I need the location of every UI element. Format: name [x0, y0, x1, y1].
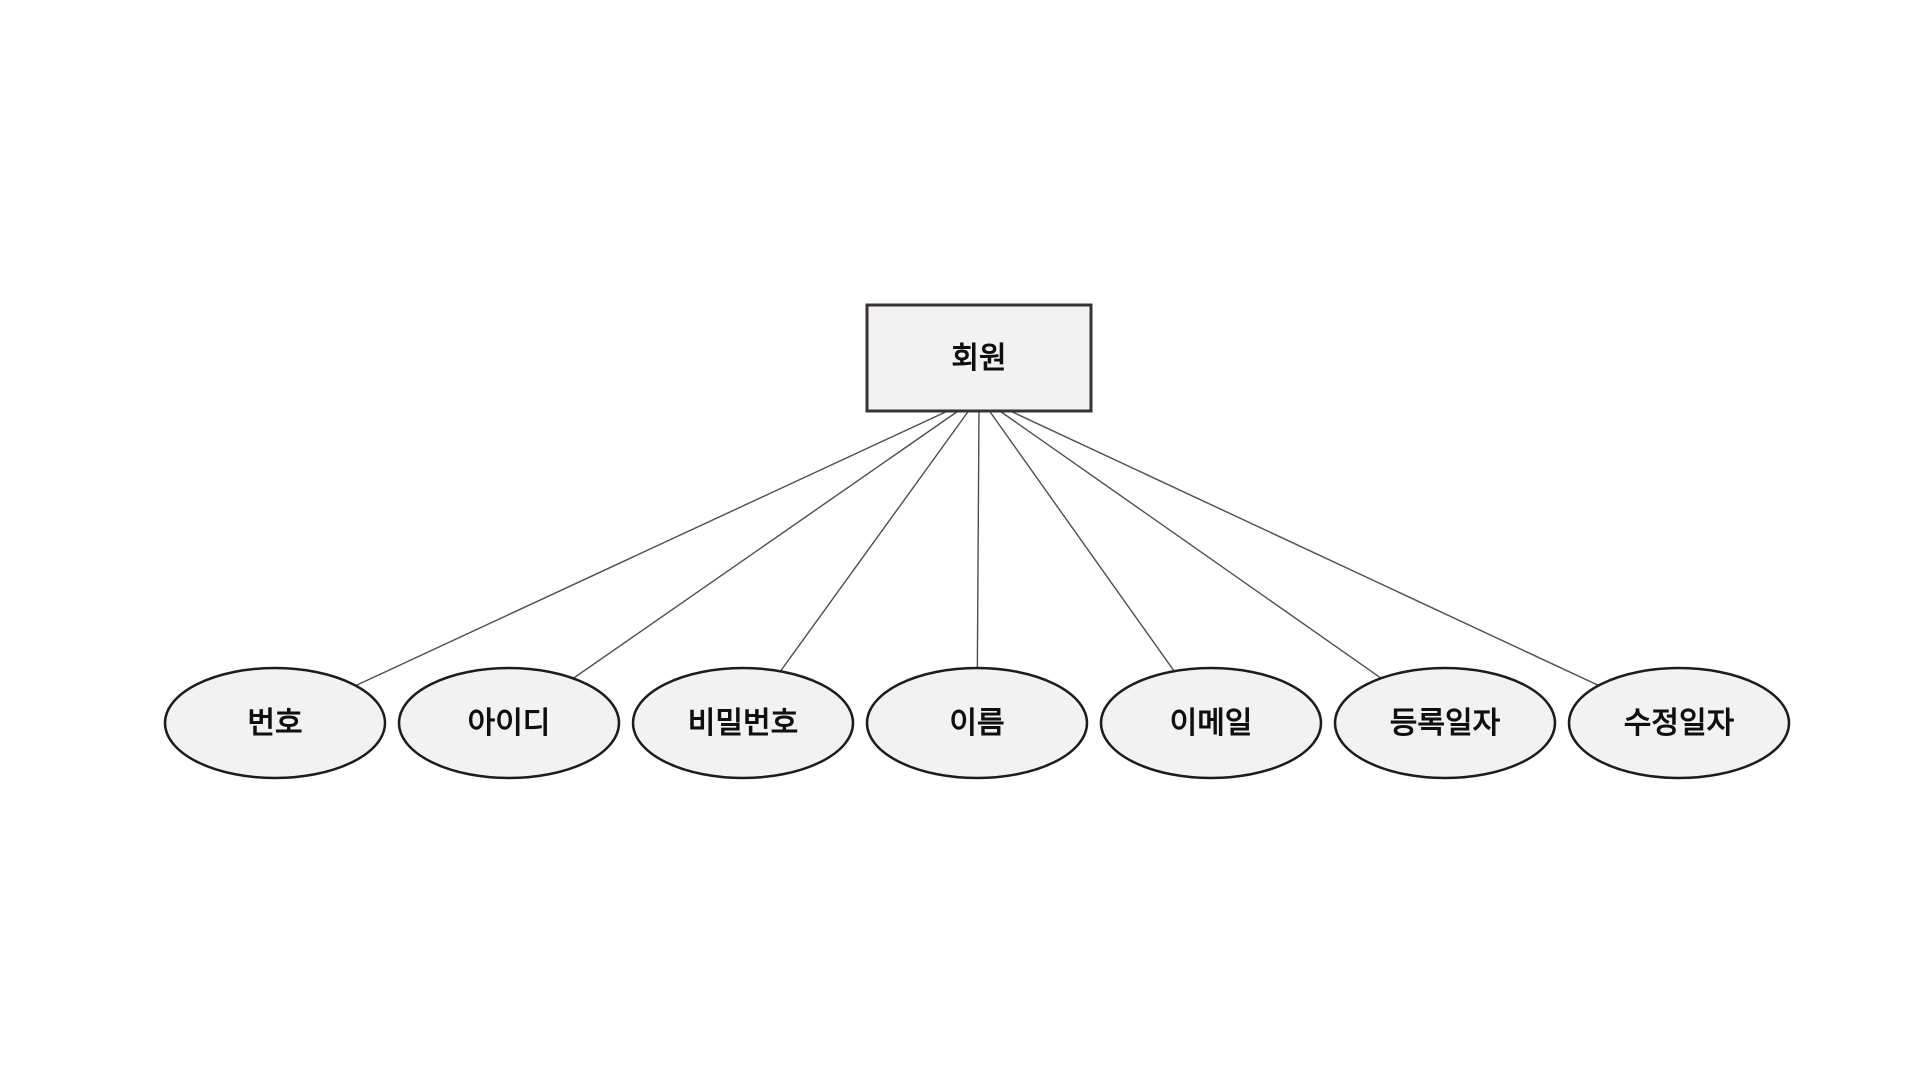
attribute-node: 비밀번호 — [631, 666, 855, 780]
attribute-ellipse — [163, 666, 387, 780]
entity-label: 회원 — [951, 342, 1006, 375]
attribute-node: 수정일자 — [1567, 666, 1791, 780]
connector-line — [508, 408, 962, 724]
attribute-ellipse — [1333, 666, 1557, 780]
attribute-ellipse — [631, 666, 855, 780]
entity-node: 회원 — [865, 303, 1093, 413]
attribute-label: 등록일자 — [1390, 707, 1501, 740]
connector-line — [996, 408, 1446, 724]
attribute-label: 수정일자 — [1624, 707, 1735, 740]
connector-line — [274, 408, 953, 724]
attribute-label: 이메일 — [1170, 707, 1253, 740]
attribute-node: 등록일자 — [1333, 666, 1557, 780]
attribute-ellipse — [865, 666, 1089, 780]
attribute-label: 이름 — [949, 707, 1004, 740]
attribute-label: 비밀번호 — [688, 707, 798, 740]
attribute-ellipse — [397, 666, 621, 780]
attribute-label: 번호 — [247, 707, 302, 740]
attribute-ellipse — [1099, 666, 1323, 780]
attribute-node: 이름 — [865, 666, 1089, 780]
attribute-node: 이메일 — [1099, 666, 1323, 780]
connector-line — [1005, 408, 1680, 724]
attribute-label: 아이디 — [468, 707, 551, 740]
attribute-node: 번호 — [163, 666, 387, 780]
attribute-ellipse — [1567, 666, 1791, 780]
entity-rectangle — [865, 303, 1093, 413]
attribute-node: 아이디 — [397, 666, 621, 780]
